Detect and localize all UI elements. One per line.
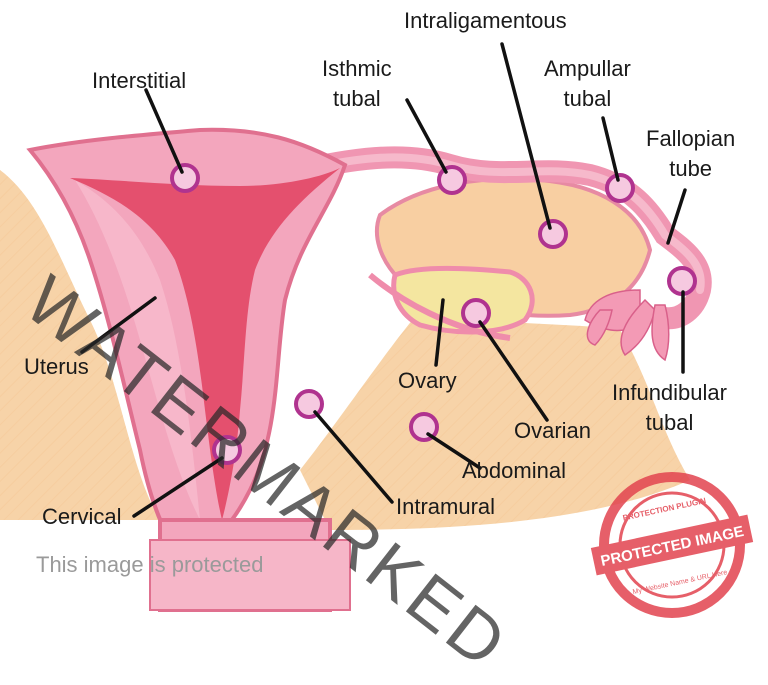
label-uterus: Uterus xyxy=(24,354,89,379)
protected-notice: This image is protected xyxy=(36,552,264,577)
label-ampullar-tubal: Ampullar tubal xyxy=(544,56,631,111)
leader-lines xyxy=(80,42,687,518)
pelvic-tissue-left-folds xyxy=(0,170,160,520)
anatomy-illustration: PROTECTED IMAGE PROTECTION PLUGIN My Web… xyxy=(0,42,754,618)
implant-ampullar xyxy=(605,173,635,203)
leader-interstitial xyxy=(144,88,184,174)
label-infundibular-tubal: Infundibular tubal xyxy=(612,380,727,435)
label-interstitial: Interstitial xyxy=(92,68,187,93)
label-isthmic-tubal: Isthmic tubal xyxy=(322,56,392,111)
leader-ovarian xyxy=(478,320,549,422)
leader-isthmic xyxy=(405,98,448,174)
label-intraligamentous: Intraligamentous xyxy=(404,8,567,33)
implant-interstitial xyxy=(170,163,200,193)
implant-infundibular xyxy=(667,266,697,296)
stamp-bottom-text: My Website Name & URL Here xyxy=(632,569,728,596)
ovary-shape xyxy=(391,265,535,335)
leader-intramural xyxy=(313,410,394,504)
label-cervical: Cervical xyxy=(42,504,122,529)
fimbriae xyxy=(584,289,670,362)
vagina-section xyxy=(149,539,351,611)
implant-isthmic xyxy=(437,165,467,195)
ectopic-pregnancy-diagram: PROTECTED IMAGE PROTECTION PLUGIN My Web… xyxy=(0,8,754,685)
leader-ampullar xyxy=(601,116,620,182)
label-fallopian-tube: Fallopian tube xyxy=(646,126,736,181)
leader-abdominal xyxy=(426,432,482,470)
leader-fallopian xyxy=(666,188,687,245)
fallopian-tube-highlight xyxy=(296,153,705,294)
implant-cervical xyxy=(212,435,242,465)
leader-cervical xyxy=(132,456,224,518)
implantation-sites xyxy=(170,163,697,465)
implant-abdominal xyxy=(409,412,439,442)
label-ovary: Ovary xyxy=(398,368,457,393)
uterus-myometrium-shading xyxy=(75,180,200,520)
implant-ovarian xyxy=(461,298,491,328)
pelvic-tissue-right-folds xyxy=(300,300,690,530)
implant-intraligamentous xyxy=(538,219,568,249)
leader-intraligamentous xyxy=(500,42,552,230)
label-abdominal: Abdominal xyxy=(462,458,566,483)
leader-ovary xyxy=(434,298,445,367)
label-ovarian: Ovarian xyxy=(514,418,592,443)
leader-uterus xyxy=(80,296,157,354)
label-intramural: Intramural xyxy=(396,494,496,519)
uterine-cavity xyxy=(70,168,340,520)
